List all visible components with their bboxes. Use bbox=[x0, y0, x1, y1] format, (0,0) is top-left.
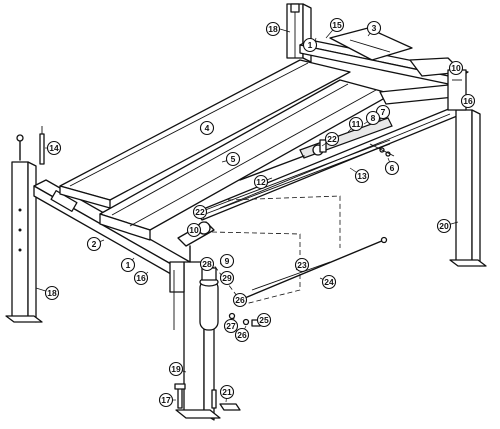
svg-text:20: 20 bbox=[439, 221, 449, 231]
callout-20: 20 bbox=[436, 218, 452, 234]
svg-text:27: 27 bbox=[226, 321, 236, 331]
callout-11: 11 bbox=[348, 116, 364, 132]
callout-28: 28 bbox=[199, 256, 215, 272]
svg-text:14: 14 bbox=[49, 143, 59, 153]
callout-4: 4 bbox=[199, 120, 215, 136]
svg-text:1: 1 bbox=[126, 260, 131, 270]
svg-text:10: 10 bbox=[189, 225, 199, 235]
svg-text:16: 16 bbox=[136, 273, 146, 283]
callout-22-front: 22 bbox=[192, 204, 208, 220]
svg-text:13: 13 bbox=[357, 171, 367, 181]
callout-17: 17 bbox=[158, 392, 174, 408]
svg-text:8: 8 bbox=[371, 113, 376, 123]
svg-text:6: 6 bbox=[390, 163, 395, 173]
callout-3: 3 bbox=[366, 20, 382, 36]
svg-text:26: 26 bbox=[235, 295, 245, 305]
svg-text:12: 12 bbox=[256, 177, 266, 187]
svg-text:18: 18 bbox=[268, 24, 278, 34]
callout-26-upper: 26 bbox=[232, 292, 248, 308]
svg-text:2: 2 bbox=[92, 239, 97, 249]
callout-29: 29 bbox=[219, 270, 235, 286]
callout-10-front: 10 bbox=[186, 222, 202, 238]
svg-text:3: 3 bbox=[372, 23, 377, 33]
callout-10-rear: 10 bbox=[448, 60, 464, 76]
svg-text:26: 26 bbox=[237, 330, 247, 340]
callout-9: 9 bbox=[219, 253, 235, 269]
callout-2: 2 bbox=[86, 236, 102, 252]
callout-24: 24 bbox=[321, 274, 337, 290]
release-rod bbox=[239, 236, 388, 301]
callout-26-lower: 26 bbox=[234, 327, 250, 343]
front-left-post bbox=[5, 126, 45, 323]
callout-13: 13 bbox=[354, 168, 370, 184]
callout-27: 27 bbox=[223, 318, 239, 334]
callout-6: 6 bbox=[384, 160, 400, 176]
callout-15: 15 bbox=[329, 17, 345, 33]
svg-text:23: 23 bbox=[297, 260, 307, 270]
svg-text:25: 25 bbox=[259, 315, 269, 325]
callout-12: 12 bbox=[253, 174, 269, 190]
svg-text:5: 5 bbox=[231, 154, 236, 164]
svg-text:24: 24 bbox=[324, 277, 334, 287]
svg-text:19: 19 bbox=[171, 364, 181, 374]
svg-text:11: 11 bbox=[352, 119, 361, 129]
routing-lines bbox=[209, 195, 341, 305]
svg-text:22: 22 bbox=[327, 134, 337, 144]
svg-text:29: 29 bbox=[222, 273, 232, 283]
callout-18-front: 18 bbox=[44, 285, 60, 301]
callout-23: 23 bbox=[294, 257, 310, 273]
anchor-hardware bbox=[174, 383, 241, 411]
power-unit bbox=[199, 267, 219, 331]
svg-text:22: 22 bbox=[195, 207, 205, 217]
svg-text:15: 15 bbox=[332, 20, 342, 30]
svg-text:4: 4 bbox=[205, 123, 210, 133]
svg-text:16: 16 bbox=[463, 96, 473, 106]
svg-text:7: 7 bbox=[381, 107, 386, 117]
callout-25: 25 bbox=[256, 312, 272, 328]
rail-bolts bbox=[369, 143, 395, 157]
svg-text:18: 18 bbox=[47, 288, 57, 298]
callout-5: 5 bbox=[225, 151, 241, 167]
svg-text:9: 9 bbox=[225, 256, 230, 266]
svg-text:1: 1 bbox=[308, 40, 313, 50]
callout-1-top: 1 bbox=[302, 37, 318, 53]
svg-text:21: 21 bbox=[222, 387, 232, 397]
svg-text:28: 28 bbox=[202, 259, 212, 269]
callout-18-rear: 18 bbox=[265, 21, 281, 37]
callout-19: 19 bbox=[168, 361, 184, 377]
callout-21: 21 bbox=[219, 384, 235, 400]
svg-text:10: 10 bbox=[451, 63, 461, 73]
callout-16-front: 16 bbox=[133, 270, 149, 286]
callout-1-front: 1 bbox=[120, 257, 136, 273]
callout-8: 8 bbox=[365, 110, 381, 126]
svg-text:17: 17 bbox=[161, 395, 171, 405]
callout-16-rear: 16 bbox=[460, 93, 476, 109]
callout-14: 14 bbox=[46, 140, 62, 156]
callout-22-right: 22 bbox=[324, 131, 340, 147]
